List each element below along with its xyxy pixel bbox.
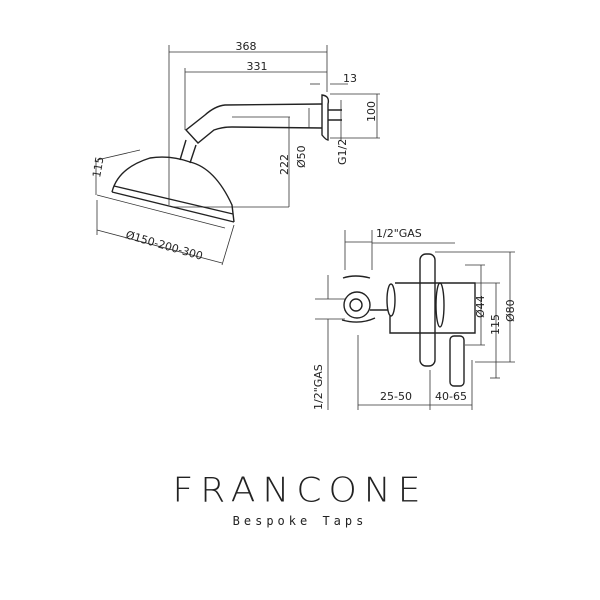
- dim-height: 115: [489, 314, 502, 335]
- dim-inlet-side: 1/2"GAS: [312, 364, 325, 410]
- dim-head-height: 115: [90, 156, 106, 179]
- dim-flange-height: 100: [365, 101, 378, 122]
- valve-drawing: 1/2"GAS 1/2"GAS 25-50 40-65 Ø44 115 Ø80: [312, 227, 517, 410]
- dim-arm-length: 331: [247, 60, 268, 73]
- dim-total-length: 368: [236, 40, 257, 53]
- dim-depth-1: 25-50: [380, 390, 412, 403]
- dim-diameter-small: Ø44: [474, 295, 487, 318]
- dim-flange: 13: [343, 72, 357, 85]
- dim-diameter-large: Ø80: [504, 299, 517, 322]
- dim-arm-diameter: Ø50: [295, 145, 308, 168]
- dim-thread: G1/2: [336, 139, 349, 165]
- brand-logo: FRANCONE: [172, 471, 428, 510]
- dim-inlet-top: 1/2"GAS: [376, 227, 422, 240]
- dim-head-diameter: Ø150-200-300: [124, 228, 204, 262]
- dim-depth-2: 40-65: [435, 390, 467, 403]
- brand-tagline: Bespoke Taps: [232, 514, 368, 528]
- dim-drop: 222: [278, 154, 291, 175]
- shower-head-arm-drawing: 368 331 13 100 Ø50 222 G1/2 115 Ø150-200…: [90, 40, 380, 266]
